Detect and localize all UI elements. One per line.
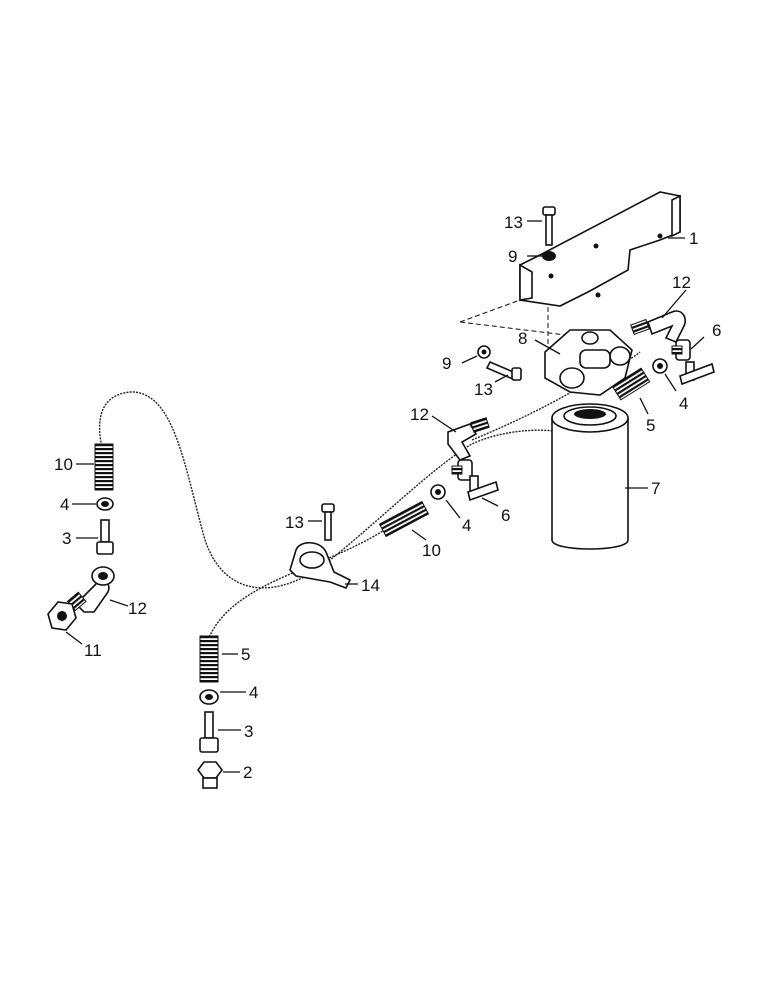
callout-10: 10 [422,541,441,560]
callout-10: 10 [54,455,73,474]
callout-2: 2 [243,763,252,782]
clamp-center [430,484,446,500]
callout-13: 13 [504,213,523,232]
bolt-top [542,206,556,246]
callout-4: 4 [249,683,258,702]
callout-9: 9 [442,354,451,373]
elbow-upper-right [630,310,687,344]
sleeve-left-upper [94,443,114,491]
clamp-upper-right [652,358,668,374]
bolt-clamp [321,503,335,541]
clamp-left-lower [199,689,219,705]
sleeve-left-lower [199,635,219,683]
washer-top [542,251,556,261]
callout-1: 1 [689,229,698,248]
callout-11: 11 [84,641,102,660]
callout-12: 12 [410,405,429,424]
callout-5: 5 [241,645,250,664]
callout-12: 12 [672,273,691,292]
callout-7: 7 [651,479,660,498]
callout-3: 3 [62,529,71,548]
callout-4: 4 [462,516,471,535]
valve-upper [671,339,715,386]
callout-5: 5 [646,416,655,435]
filter-canister-part [551,403,629,550]
valve-lower [451,459,499,502]
mounting-bracket-part [519,191,681,307]
callout-6: 6 [712,321,721,340]
fitting-left-lower [199,711,219,753]
sleeve-center [378,500,430,538]
fitting-left-upper [91,519,115,586]
plug-part [197,761,223,789]
callout-4: 4 [60,495,69,514]
washer-mid [477,345,491,359]
callout-14: 14 [361,576,380,595]
callout-3: 3 [244,722,253,741]
bolt-mid [485,360,522,382]
sleeve-upper-right [611,367,651,401]
callout-13: 13 [474,380,493,399]
callout-6: 6 [501,506,510,525]
leader-lines [65,220,705,773]
callout-9: 9 [508,247,517,266]
connector-part [47,601,77,631]
callout-labels: 1 2 3 3 4 4 4 4 5 5 6 6 7 8 9 9 10 10 11… [54,213,721,782]
callout-4: 4 [679,394,688,413]
callout-13: 13 [285,513,304,532]
callout-12: 12 [128,599,147,618]
filter-head-part [544,329,633,396]
clamp-left-upper [96,497,114,511]
elbow-center [447,417,490,461]
hose-clamp-bracket-part [289,541,352,590]
callout-8: 8 [518,329,527,348]
